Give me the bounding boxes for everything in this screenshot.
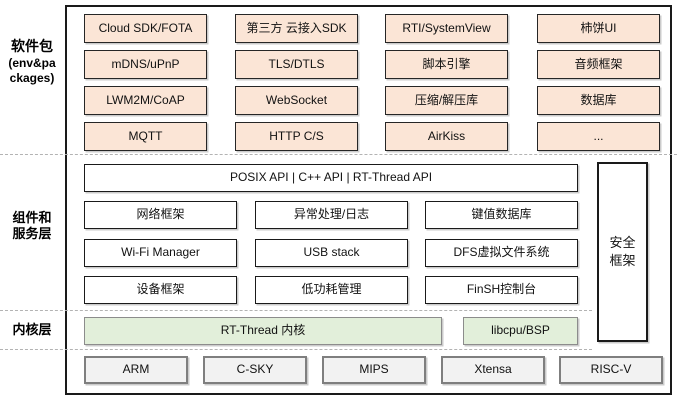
security-framework-box: 安全 框架: [597, 162, 648, 342]
components-layer-label-line1: 组件和: [12, 210, 52, 225]
comp-exception-log: 异常处理/日志: [255, 201, 408, 229]
security-framework-line1: 安全: [609, 234, 636, 250]
security-framework-line2: 框架: [609, 253, 636, 268]
kernel-layer-label-text: 内核层: [12, 322, 52, 337]
pkg-script-engine: 脚本引擎: [385, 50, 508, 79]
pkg-mqtt: MQTT: [84, 122, 207, 151]
comp-finsh-console: FinSH控制台: [425, 276, 578, 304]
pkg-compress-lib: 压缩/解压库: [385, 86, 508, 115]
packages-layer-label-cn: 软件包: [11, 38, 53, 54]
separator-kernel-cpu: [0, 349, 592, 350]
pkg-persimmon-ui: 柿饼UI: [537, 14, 660, 43]
components-layer-label-line2: 服务层: [12, 226, 52, 242]
pkg-third-party-cloud: 第三方 云接入SDK: [235, 14, 358, 43]
packages-layer-label-en1: (env&pa: [8, 55, 56, 70]
pkg-airkiss: AirKiss: [385, 122, 508, 151]
pkg-rti-systemview: RTI/SystemView: [385, 14, 508, 43]
comp-low-power-mgmt: 低功耗管理: [255, 276, 408, 304]
cpu-c-sky: C-SKY: [203, 356, 307, 384]
pkg-tls-dtls: TLS/DTLS: [235, 50, 358, 79]
cpu-mips: MIPS: [322, 356, 426, 384]
comp-dfs-filesystem: DFS虚拟文件系统: [425, 239, 578, 267]
cpu-xtensa: Xtensa: [441, 356, 545, 384]
cpu-risc-v: RISC-V: [559, 356, 663, 384]
pkg-mdns-upnp: mDNS/uPnP: [84, 50, 207, 79]
diagram-outer-border: [65, 5, 672, 395]
separator-components-kernel: [0, 310, 592, 311]
pkg-websocket: WebSocket: [235, 86, 358, 115]
comp-device-framework: 设备框架: [84, 276, 237, 304]
comp-kv-database: 键值数据库: [425, 201, 578, 229]
pkg-more-ellipsis: ...: [537, 122, 660, 151]
kernel-rt-thread-box: RT-Thread 内核: [84, 317, 442, 345]
kernel-layer-label: 内核层: [0, 322, 64, 338]
packages-layer-label-en2: ckages): [9, 70, 55, 85]
pkg-cloud-sdk-fota: Cloud SDK/FOTA: [84, 14, 207, 43]
pkg-audio-framework: 音频框架: [537, 50, 660, 79]
separator-packages-components: [0, 154, 677, 155]
comp-usb-stack: USB stack: [255, 239, 408, 267]
api-bar: POSIX API | C++ API | RT-Thread API: [84, 164, 578, 192]
kernel-libcpu-bsp-box: libcpu/BSP: [463, 317, 578, 345]
cpu-arm: ARM: [84, 356, 188, 384]
comp-network-framework: 网络框架: [84, 201, 237, 229]
pkg-http-cs: HTTP C/S: [235, 122, 358, 151]
pkg-database: 数据库: [537, 86, 660, 115]
pkg-lwm2m-coap: LWM2M/CoAP: [84, 86, 207, 115]
packages-layer-label: 软件包 (env&pa ckages): [0, 38, 64, 86]
components-layer-label: 组件和 服务层: [0, 210, 64, 243]
comp-wifi-manager: Wi-Fi Manager: [84, 239, 237, 267]
